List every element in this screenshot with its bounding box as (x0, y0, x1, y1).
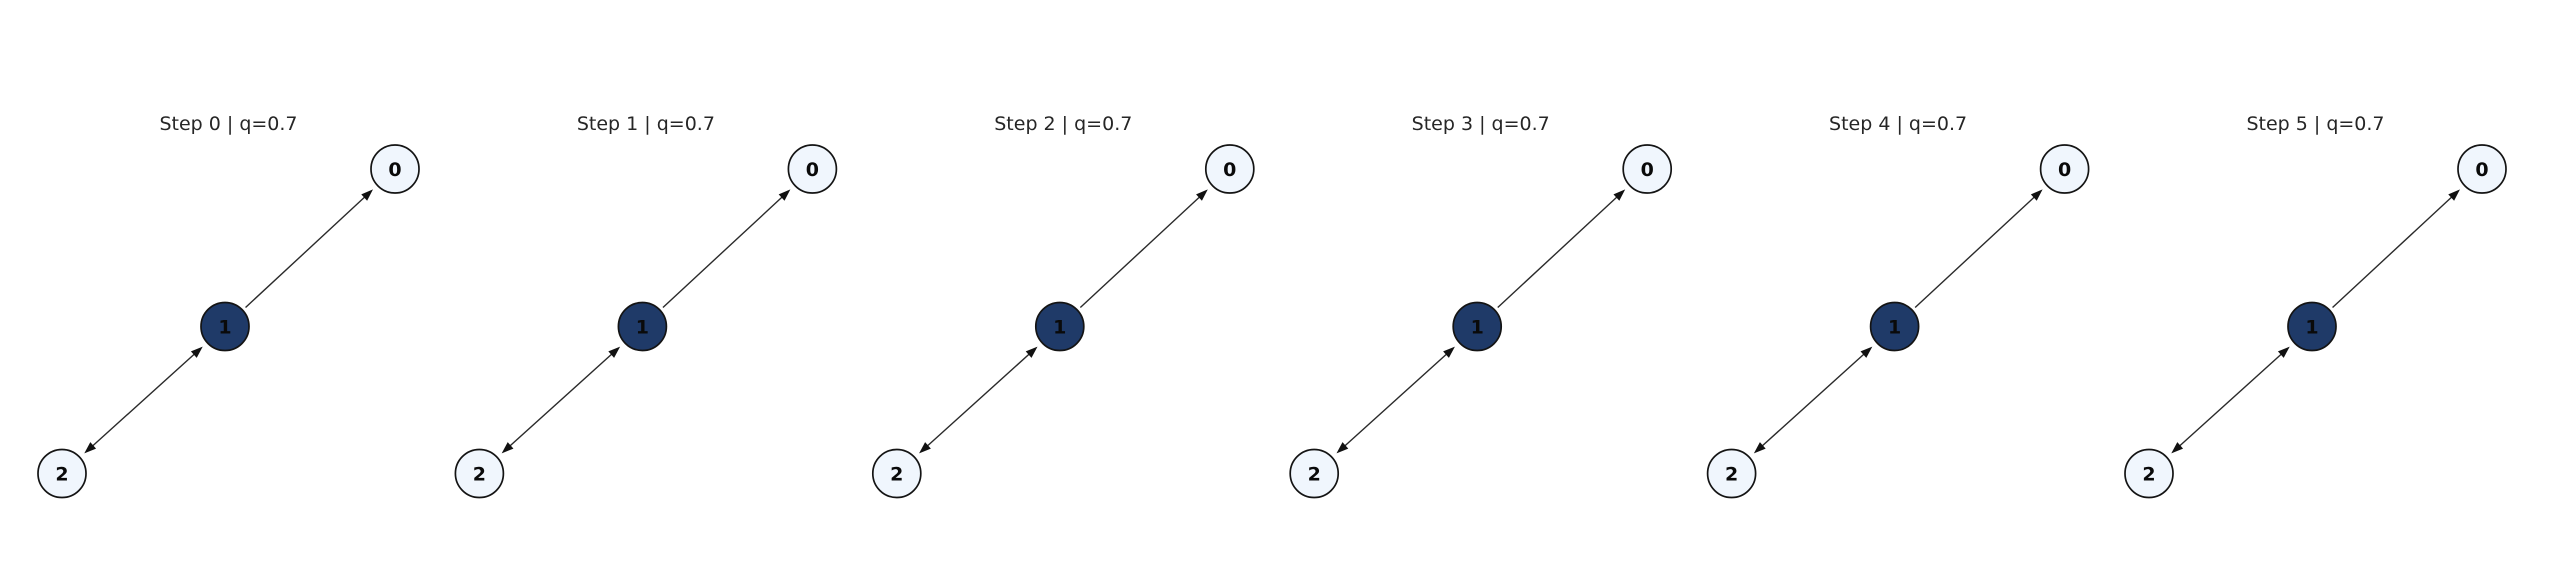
graph-node-0 (370, 144, 420, 194)
arrowhead-into-2 (1336, 442, 1349, 454)
panel-title: Step 4 | q=0.7 (1829, 113, 1967, 135)
arrowhead-into-0 (1196, 189, 1208, 201)
node-label-2: 2 (2142, 464, 2155, 486)
node-label-2: 2 (1725, 464, 1738, 486)
node-label-2: 2 (55, 464, 68, 486)
graph-node-0 (1622, 144, 1673, 194)
arrowhead-into-0 (778, 189, 791, 201)
arrowhead-into-1 (190, 346, 203, 358)
node-label-0: 0 (388, 159, 401, 181)
arrowhead-into-1 (1443, 346, 1455, 358)
node-label-1: 1 (2305, 317, 2318, 339)
arrowhead-into-2 (1753, 442, 1766, 454)
panel-title: Step 3 | q=0.7 (1412, 113, 1550, 135)
edge-1-2 (1758, 350, 1868, 450)
node-label-0: 0 (1223, 159, 1236, 181)
panel-step-5: Step 5 | q=0.7 0 1 2 (2124, 113, 2507, 499)
arrowhead-into-0 (2030, 189, 2043, 201)
node-label-2: 2 (473, 464, 486, 486)
graph-node-1-active (1034, 301, 1085, 352)
node-label-1: 1 (636, 317, 649, 339)
arrowhead-into-2 (501, 442, 514, 454)
graph-node-1-active (1452, 301, 1503, 352)
edge-1-0 (1497, 193, 1621, 308)
edge-1-0 (1914, 193, 2038, 308)
panel-title: Step 1 | q=0.7 (577, 113, 715, 135)
arrowhead-into-1 (2277, 346, 2290, 358)
edge-1-0 (2332, 193, 2456, 308)
panel-title: Step 2 | q=0.7 (994, 113, 1132, 135)
arrowhead-into-0 (2448, 189, 2460, 201)
edge-1-0 (662, 193, 786, 308)
panel-step-2: Step 2 | q=0.7 0 1 2 (871, 113, 1255, 499)
panel-step-0: Step 0 | q=0.7 0 1 2 (37, 113, 420, 499)
arrowhead-into-2 (2171, 442, 2184, 454)
graph-node-2 (1706, 448, 1757, 499)
arrowhead-into-1 (608, 346, 621, 358)
edge-1-2 (923, 350, 1033, 450)
node-label-2: 2 (1308, 464, 1321, 486)
graph-node-1-active (2287, 301, 2337, 352)
graph-node-2 (2124, 448, 2174, 499)
edge-1-2 (89, 350, 198, 450)
arrowhead-into-1 (1860, 346, 1873, 358)
graph-node-2 (454, 448, 505, 499)
node-label-1: 1 (218, 317, 231, 339)
graph-node-2 (37, 448, 87, 499)
arrowhead-into-0 (361, 189, 373, 201)
node-label-2: 2 (890, 464, 903, 486)
panel-step-4: Step 4 | q=0.7 0 1 2 (1706, 113, 2090, 499)
graph-node-1-active (200, 301, 250, 352)
graph-node-1-active (617, 301, 668, 352)
arrowhead-into-2 (84, 442, 97, 454)
graph-node-0 (787, 144, 838, 194)
graph-node-1-active (1869, 301, 1920, 352)
panel-step-1: Step 1 | q=0.7 0 1 2 (454, 113, 838, 499)
graph-node-2 (1289, 448, 1340, 499)
arrowhead-into-2 (919, 442, 931, 454)
arrowhead-into-0 (1613, 189, 1626, 201)
panel-title: Step 5 | q=0.7 (2246, 113, 2384, 135)
node-label-1: 1 (1053, 317, 1066, 339)
graph-node-2 (871, 448, 922, 499)
edge-1-2 (2176, 350, 2285, 450)
arrowhead-into-1 (1025, 346, 1038, 358)
edge-1-0 (1079, 193, 1203, 308)
node-label-0: 0 (806, 159, 819, 181)
node-label-0: 0 (2475, 159, 2488, 181)
edge-1-0 (245, 193, 369, 308)
graph-node-0 (1204, 144, 1255, 194)
node-label-1: 1 (1471, 317, 1484, 339)
graph-node-0 (2039, 144, 2090, 194)
panel-title: Step 0 | q=0.7 (159, 113, 297, 135)
node-label-0: 0 (2058, 159, 2071, 181)
edge-1-2 (506, 350, 616, 450)
graph-node-0 (2457, 144, 2507, 194)
edge-1-2 (1341, 350, 1451, 450)
node-label-1: 1 (1888, 317, 1901, 339)
panel-step-3: Step 3 | q=0.7 0 1 2 (1289, 113, 1673, 499)
node-label-0: 0 (1641, 159, 1654, 181)
